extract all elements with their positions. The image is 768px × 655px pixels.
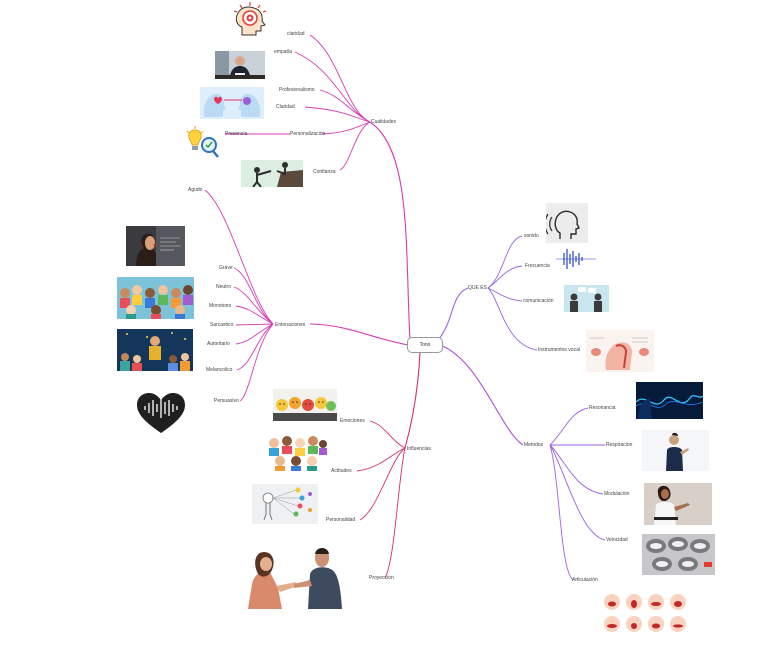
item-frecuencia[interactable]: Frecuencia bbox=[525, 263, 550, 269]
root-node[interactable]: Tono bbox=[407, 337, 443, 353]
mouth-shapes-chart bbox=[600, 590, 690, 638]
item-empatia[interactable]: empatía bbox=[274, 49, 293, 55]
emoji-faces-photo bbox=[273, 389, 337, 421]
item-persuasivo[interactable]: Persuasivo bbox=[214, 398, 239, 404]
branch-influencias[interactable]: Influencias bbox=[407, 446, 431, 452]
item-modulacion[interactable]: Modulación bbox=[604, 491, 630, 497]
item-velocidad[interactable]: Velocidad bbox=[606, 537, 628, 543]
item-grave[interactable]: Grave bbox=[219, 265, 233, 271]
item-melancolico[interactable]: Melancolico bbox=[206, 367, 233, 373]
connector-root-entonaciones bbox=[309, 323, 409, 346]
item-neutro[interactable]: Neutro bbox=[216, 284, 232, 290]
item-personalidad[interactable]: Personalidad bbox=[326, 517, 356, 523]
item-articulacion[interactable]: Articulación bbox=[572, 577, 598, 583]
connector-root-cualidades bbox=[369, 121, 411, 341]
item-resonancia[interactable]: Resonancia bbox=[589, 405, 616, 411]
item-autoritario[interactable]: Autoritario bbox=[207, 341, 230, 347]
item-respiracion[interactable]: Respiracion bbox=[606, 442, 633, 448]
item-profesionalismo[interactable]: Profesionalismo bbox=[279, 87, 315, 93]
item-sarcastico[interactable]: Sarcastico bbox=[210, 322, 234, 328]
item-monotono[interactable]: Monotono bbox=[209, 303, 232, 309]
couple-talking-photo bbox=[248, 544, 346, 609]
item-instrumentos-vocal[interactable]: Instrumentos vocal bbox=[538, 347, 580, 353]
diverse-faces-illustration bbox=[266, 433, 328, 471]
branch-cualidades[interactable]: Cualidades bbox=[371, 119, 397, 125]
woman-gesturing-photo bbox=[644, 483, 712, 525]
heads-connection-icon bbox=[200, 87, 264, 119]
item-proyeccion[interactable]: Proyeccion bbox=[369, 575, 394, 581]
item-actitudes[interactable]: Actitudes bbox=[331, 468, 352, 474]
branch-entonaciones[interactable]: Entonaciones bbox=[275, 322, 306, 328]
item-sonido[interactable]: sonido bbox=[524, 233, 539, 239]
item-claridad[interactable]: claridad bbox=[287, 31, 305, 37]
vocal-anatomy-diagram bbox=[586, 330, 654, 372]
branch-metodos[interactable]: Metodos bbox=[524, 442, 544, 448]
item-personalizacion[interactable]: Personalización bbox=[290, 131, 326, 137]
item-emociones[interactable]: Emociones bbox=[340, 418, 365, 424]
item-confianza[interactable]: Confianza bbox=[313, 169, 336, 175]
blue-soundwave-image bbox=[636, 382, 703, 419]
mouths-speaking-image bbox=[642, 534, 715, 575]
heart-soundwave-icon bbox=[137, 393, 185, 433]
item-agudo[interactable]: Agudo bbox=[188, 187, 203, 193]
diverse-group-illustration bbox=[117, 277, 194, 319]
chat-people-illustration bbox=[564, 285, 609, 312]
item-comunicacion[interactable]: comunicación bbox=[523, 298, 554, 304]
branch-que-es[interactable]: QUE ES bbox=[468, 285, 487, 291]
speaking-head-icon bbox=[546, 203, 588, 243]
soundwave-icon bbox=[556, 247, 596, 271]
mind-ideas-illustration bbox=[252, 484, 318, 524]
head-target-icon bbox=[233, 2, 267, 36]
connector-root-quees bbox=[437, 287, 469, 341]
lightbulb-magnifier-icon bbox=[186, 126, 219, 158]
businessman-photo bbox=[215, 51, 265, 79]
item-claridad-2[interactable]: Claridad bbox=[276, 104, 295, 110]
man-waving-photo bbox=[642, 430, 709, 471]
connector-root-influencias bbox=[404, 351, 421, 449]
helping-hand-illustration bbox=[241, 160, 303, 187]
woman-speaking-photo bbox=[126, 226, 185, 266]
item-presencia[interactable]: Presencia bbox=[225, 131, 248, 137]
connector-root-metodos bbox=[439, 344, 524, 446]
crowd-performer-illustration bbox=[117, 329, 193, 371]
